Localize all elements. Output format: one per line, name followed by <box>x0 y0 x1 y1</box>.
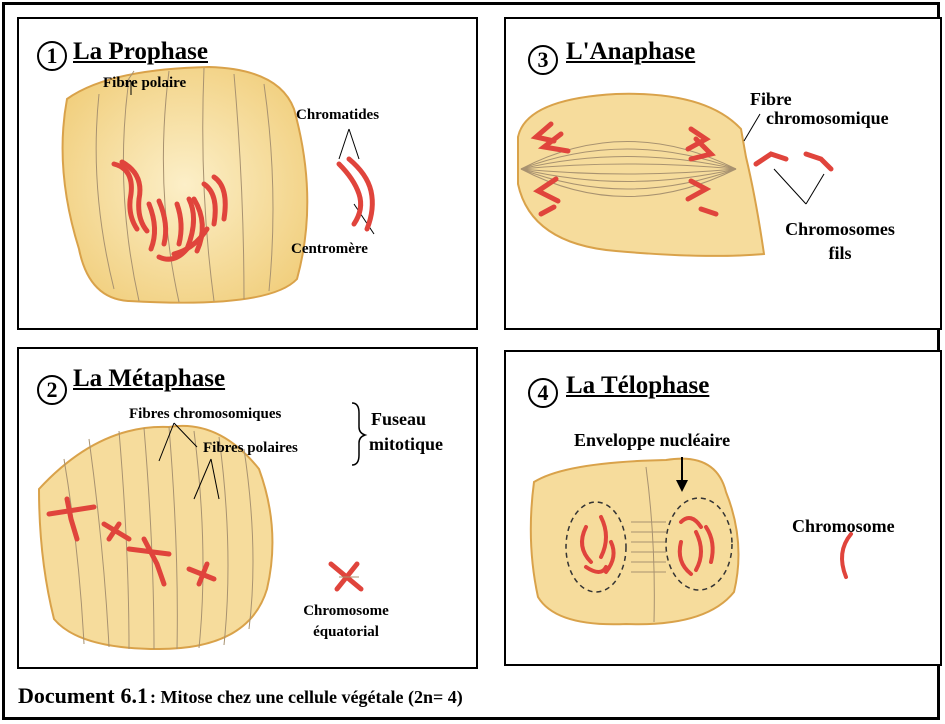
label-equatorial: équatorial <box>281 624 411 641</box>
panel-number: 1 <box>37 41 67 71</box>
caption-text: : Mitose chez une cellule végétale (2n= … <box>150 687 463 707</box>
label-fuseau: Fuseau <box>371 409 426 430</box>
label-enveloppe-nucleaire: Enveloppe nucléaire <box>574 430 730 451</box>
panel-title: La Prophase <box>73 38 208 66</box>
panel-prophase: 1 La Prophase Fibre polaire Chromatides … <box>17 17 478 330</box>
label-chromosome: Chromosome <box>792 516 895 537</box>
telophase-cell <box>531 459 739 625</box>
caption-document-number: 6.1 <box>121 683 149 708</box>
panel-number: 2 <box>37 375 67 405</box>
label-chromosomes: Chromosomes <box>770 219 910 240</box>
label-chromatides: Chromatides <box>296 107 379 124</box>
label-chromosomique: chromosomique <box>766 108 889 129</box>
caption-document-word: Document <box>18 683 115 708</box>
panel-title: La Télophase <box>566 372 709 400</box>
panel-title: L'Anaphase <box>566 38 695 66</box>
panel-telophase: 4 La Télophase Enveloppe nucléaire Chrom… <box>504 350 942 666</box>
label-fibres-polaires: Fibres polaires <box>203 440 298 457</box>
label-mitotique: mitotique <box>369 434 443 455</box>
label-fibre: Fibre <box>750 89 792 110</box>
label-centromere: Centromère <box>291 241 368 258</box>
panel-metaphase: 2 La Métaphase Fibres chromosomiques Fib… <box>17 347 478 669</box>
panel-number: 4 <box>528 378 558 408</box>
label-fibres-chromosomiques: Fibres chromosomiques <box>129 406 281 423</box>
panel-number: 3 <box>528 45 558 75</box>
fuseau-bracket <box>352 403 365 465</box>
label-fibre-polaire: Fibre polaire <box>103 75 186 92</box>
chromosome-detail <box>842 534 851 577</box>
label-fils: fils <box>770 243 910 264</box>
chromatid-detail <box>339 159 372 229</box>
panel-anaphase: 3 L'Anaphase Fibre chromosomique Chromos… <box>504 17 942 330</box>
panel-title: La Métaphase <box>73 365 225 393</box>
daughter-chromosomes <box>756 154 831 169</box>
label-chromosome: Chromosome <box>281 603 411 620</box>
anaphase-cell <box>518 94 764 256</box>
